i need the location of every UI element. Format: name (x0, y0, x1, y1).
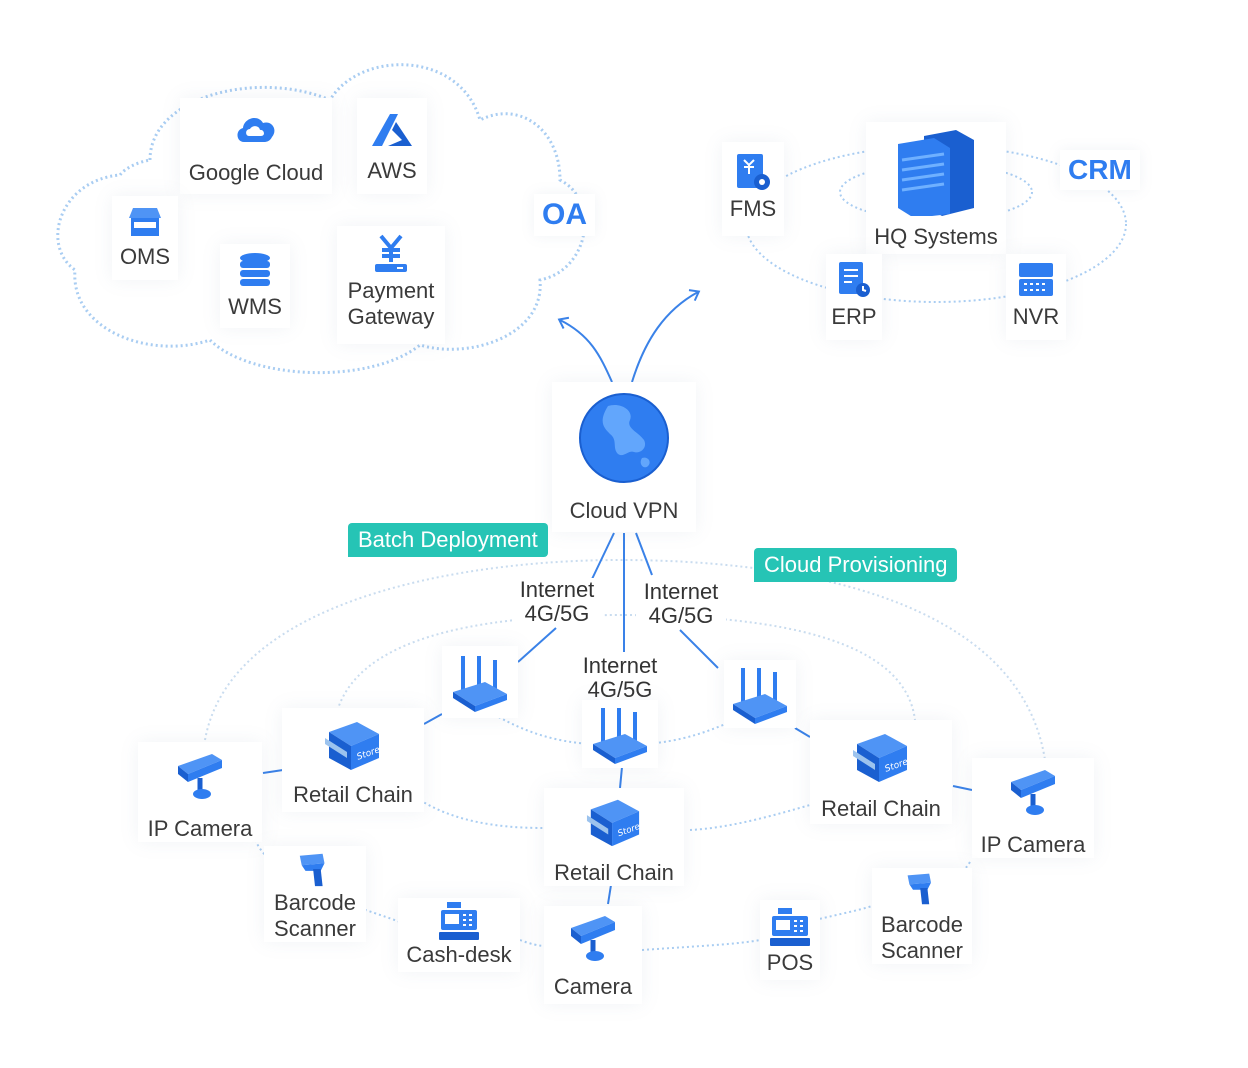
branch-ring-outer (204, 558, 1046, 761)
router-right[interactable] (724, 660, 796, 728)
store-icon: Store (853, 734, 910, 782)
link-right-label: Internet 4G/5G (636, 580, 726, 628)
router-icon (733, 668, 787, 724)
retail-ring (419, 799, 811, 831)
nvr-label: NVR (1012, 304, 1060, 329)
erp-node[interactable]: ERP (826, 254, 882, 340)
yen-server-icon (375, 234, 407, 272)
arrow-to-cloud (557, 316, 613, 383)
aws-label: AWS (367, 158, 417, 183)
camera-icon (571, 916, 615, 961)
device-ring (254, 839, 971, 951)
ip-camera-right[interactable]: IP Camera (972, 758, 1094, 858)
erp-label: ERP (831, 304, 877, 329)
barcode-scanner-right[interactable]: Barcode Scanner (872, 868, 972, 964)
arrow-to-hq (631, 289, 701, 383)
hq-systems-label: HQ Systems (874, 224, 998, 249)
barcode-scanner-icon (299, 853, 325, 887)
cash-desk-label: Cash-desk (406, 942, 512, 967)
barcode-scanner-left[interactable]: Barcode Scanner (264, 846, 366, 942)
nvr-node[interactable]: NVR (1006, 254, 1066, 340)
ip-camera-left-label: IP Camera (147, 816, 253, 841)
retail-chain-left[interactable]: Store Retail Chain (282, 708, 424, 812)
report-clock-icon (839, 262, 870, 297)
cloud-vpn-label: Cloud VPN (569, 498, 679, 523)
camera-node[interactable]: Camera (544, 906, 642, 1004)
store-icon: Store (325, 722, 382, 770)
link-center-label: Internet 4G/5G (575, 654, 665, 702)
retail-chain-right[interactable]: Store Retail Chain (810, 720, 952, 824)
cloud-outline (56, 63, 587, 374)
google-cloud-node[interactable]: Google Cloud (180, 98, 332, 194)
router-left[interactable] (442, 646, 518, 718)
oa-label: OA (534, 194, 595, 236)
retail-chain-center-label: Retail Chain (554, 860, 674, 885)
aws-node[interactable]: AWS (357, 98, 427, 194)
camera-label: Camera (553, 974, 633, 999)
retail-chain-left-label: Retail Chain (293, 782, 413, 807)
cloud-vpn-node[interactable]: Cloud VPN (552, 382, 696, 532)
oms-label: OMS (119, 244, 171, 269)
finance-document-icon (737, 154, 770, 190)
globe-icon (579, 393, 669, 483)
camera-icon (178, 754, 222, 799)
google-cloud-label: Google Cloud (188, 160, 324, 185)
payment-gateway-node[interactable]: Payment Gateway (337, 226, 445, 344)
cloud-provisioning-tag: Cloud Provisioning (754, 548, 958, 582)
barcode-scanner-right-label: Barcode Scanner (881, 912, 963, 963)
pos-node[interactable]: POS (760, 900, 820, 980)
hq-ring-inner (839, 163, 1033, 221)
branch-ring-inner (334, 613, 916, 721)
crm-label: CRM (1060, 150, 1140, 190)
retail-chain-right-label: Retail Chain (821, 796, 941, 821)
router-center[interactable] (582, 700, 658, 768)
database-icon (240, 253, 270, 286)
store-icon: Store (586, 799, 642, 847)
retail-chain-center[interactable]: Store Retail Chain (544, 788, 684, 886)
hq-ring-outer (745, 145, 1127, 303)
router-icon (453, 656, 507, 712)
hq-systems-node[interactable]: HQ Systems (866, 122, 1006, 254)
ip-camera-left[interactable]: IP Camera (138, 742, 262, 842)
router-links (262, 713, 973, 905)
building-icon (898, 130, 974, 216)
link-right (635, 532, 719, 669)
ip-camera-right-label: IP Camera (980, 832, 1086, 857)
fms-label: FMS (729, 196, 777, 221)
nvr-recorder-icon (1019, 263, 1053, 296)
wms-label: WMS (228, 294, 282, 319)
wms-node[interactable]: WMS (220, 244, 290, 328)
fms-node[interactable]: FMS (722, 142, 784, 236)
pos-label: POS (766, 950, 814, 975)
cloud-icon (237, 117, 275, 142)
cash-register-icon (439, 902, 479, 940)
camera-icon (1011, 770, 1055, 815)
router-icon (593, 708, 647, 764)
oms-node[interactable]: OMS (112, 196, 178, 280)
barcode-scanner-icon (907, 873, 931, 905)
batch-deployment-tag: Batch Deployment (348, 523, 548, 557)
cash-desk-node[interactable]: Cash-desk (398, 898, 520, 972)
link-left-label: Internet 4G/5G (512, 578, 602, 626)
aws-logo-icon (372, 114, 412, 146)
barcode-scanner-left-label: Barcode Scanner (274, 890, 356, 941)
storefront-icon (129, 208, 161, 236)
payment-gateway-label: Payment Gateway (347, 278, 435, 329)
cash-register-icon (770, 908, 810, 946)
